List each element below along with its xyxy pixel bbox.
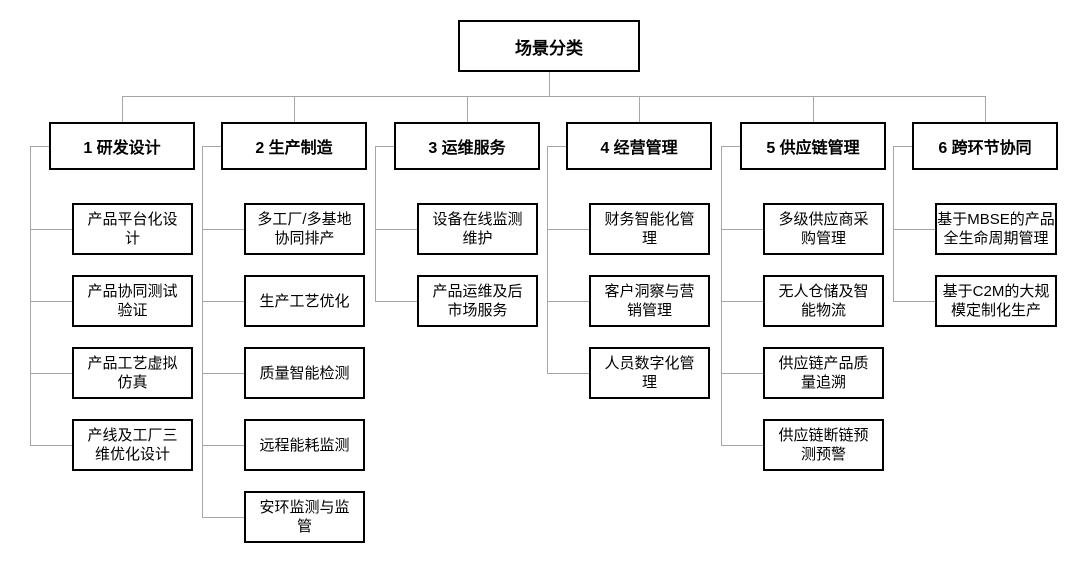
child-node: 远程能耗监测 — [244, 419, 365, 471]
child-node: 多级供应商采 购管理 — [763, 203, 884, 255]
branch-node-5: 5 供应链管理 — [740, 122, 886, 170]
connector-line — [893, 229, 935, 230]
child-node: 财务智能化管 理 — [589, 203, 710, 255]
connector-line — [547, 146, 548, 373]
connector-line — [375, 146, 394, 147]
connector-line — [30, 229, 72, 230]
connector-drop-3 — [467, 96, 468, 122]
connector-line — [375, 301, 417, 302]
connector-line — [893, 301, 935, 302]
child-node: 产线及工厂三 维优化设计 — [72, 419, 193, 471]
branch-node-4: 4 经营管理 — [566, 122, 712, 170]
connector-line — [30, 445, 72, 446]
connector-line — [547, 301, 589, 302]
connector-root-drop — [549, 72, 550, 96]
branch-node-1: 1 研发设计 — [49, 122, 195, 170]
connector-line — [202, 229, 244, 230]
connector-line — [202, 517, 244, 518]
connector-drop-6 — [985, 96, 986, 122]
child-node: 基于C2M的大规 模定制化生产 — [935, 275, 1057, 327]
child-node: 多工厂/多基地 协同排产 — [244, 203, 365, 255]
child-node: 生产工艺优化 — [244, 275, 365, 327]
branch-node-6: 6 跨环节协同 — [912, 122, 1058, 170]
connector-line — [547, 146, 566, 147]
connector-line — [30, 146, 49, 147]
connector-line — [202, 301, 244, 302]
connector-line — [547, 229, 589, 230]
connector-drop-1 — [122, 96, 123, 122]
connector-line — [202, 146, 221, 147]
connector-line — [893, 146, 912, 147]
connector-line — [30, 373, 72, 374]
connector-line — [721, 301, 763, 302]
child-node: 人员数字化管 理 — [589, 347, 710, 399]
connector-line — [202, 445, 244, 446]
child-node: 安环监测与监 管 — [244, 491, 365, 543]
connector-line — [202, 373, 244, 374]
connector-line — [893, 146, 894, 301]
connector-line — [30, 301, 72, 302]
child-node: 产品协同测试 验证 — [72, 275, 193, 327]
child-node: 基于MBSE的产品 全生命周期管理 — [935, 203, 1057, 255]
child-node: 产品运维及后 市场服务 — [417, 275, 538, 327]
child-node: 设备在线监测 维护 — [417, 203, 538, 255]
connector-line — [375, 229, 417, 230]
connector-line — [375, 146, 376, 301]
branch-node-2: 2 生产制造 — [221, 122, 367, 170]
connector-bus — [122, 96, 985, 97]
connector-line — [721, 373, 763, 374]
child-node: 质量智能检测 — [244, 347, 365, 399]
connector-drop-5 — [813, 96, 814, 122]
child-node: 供应链产品质 量追溯 — [763, 347, 884, 399]
child-node: 供应链断链预 测预警 — [763, 419, 884, 471]
connector-line — [721, 445, 763, 446]
branch-node-3: 3 运维服务 — [394, 122, 540, 170]
connector-line — [721, 146, 740, 147]
connector-drop-4 — [639, 96, 640, 122]
connector-line — [202, 146, 203, 517]
child-node: 产品平台化设 计 — [72, 203, 193, 255]
child-node: 产品工艺虚拟 仿真 — [72, 347, 193, 399]
connector-line — [721, 146, 722, 445]
root-node: 场景分类 — [458, 20, 640, 72]
child-node: 无人仓储及智 能物流 — [763, 275, 884, 327]
connector-line — [721, 229, 763, 230]
child-node: 客户洞察与营 销管理 — [589, 275, 710, 327]
connector-drop-2 — [294, 96, 295, 122]
connector-line — [547, 373, 589, 374]
connector-line — [30, 146, 31, 445]
